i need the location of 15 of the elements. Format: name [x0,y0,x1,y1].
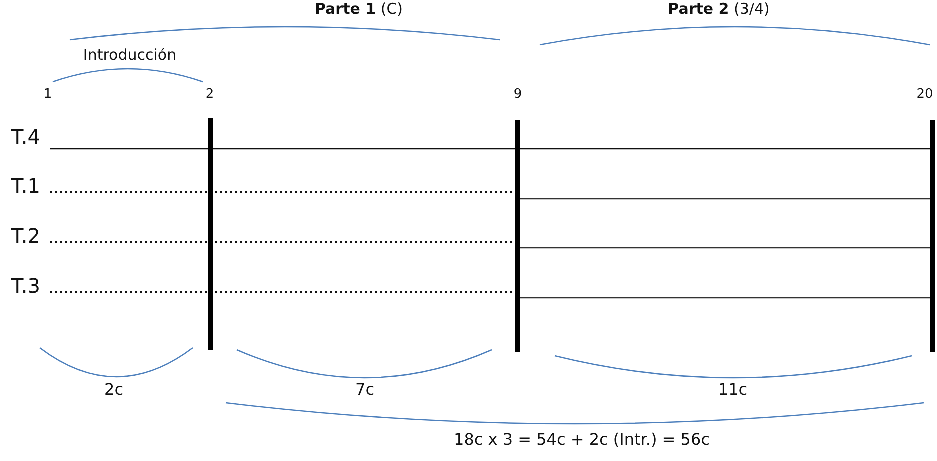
track-label: T.2 [12,226,40,246]
total-formula: 18c x 3 = 54c + 2c (Intr.) = 56c [454,432,710,448]
duration-label: 2c [104,382,124,398]
tick-number: 20 [916,88,934,101]
tick-number: 2 [206,88,214,101]
section-heading: Parte 1 (C) [314,2,404,17]
section-label: Introducción [83,48,177,63]
duration-label: 7c [356,382,374,398]
track-label: T.3 [12,276,40,296]
section-heading: Parte 2 (3/4) [668,2,770,17]
tick-number: 9 [514,88,522,101]
duration-label: 11c [718,382,748,398]
track-label: T.1 [12,176,40,196]
tick-number: 1 [44,88,52,101]
track-label: T.4 [12,127,40,147]
